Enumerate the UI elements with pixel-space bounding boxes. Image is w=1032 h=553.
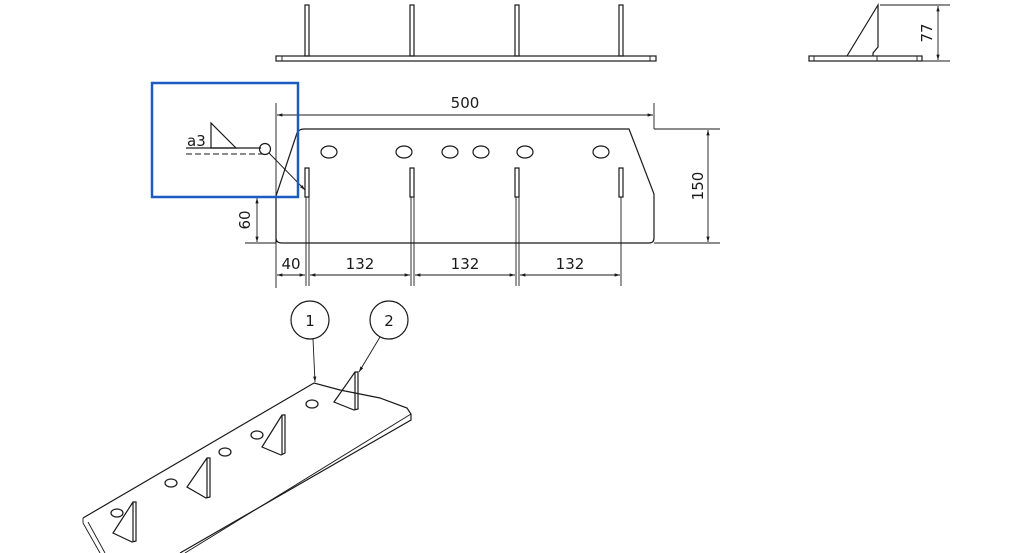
dim-60: 60	[236, 210, 254, 229]
svg-text:2: 2	[384, 312, 394, 330]
svg-text:1: 1	[305, 312, 315, 330]
rib-slot	[618, 167, 624, 198]
balloon-1: 1	[290, 300, 330, 383]
weld-size-label: a3	[187, 132, 206, 150]
side-view: 77	[808, 2, 950, 62]
rib	[618, 4, 624, 57]
dim-132: 132	[451, 255, 480, 273]
hole	[441, 145, 459, 159]
balloon-2: 2	[358, 300, 409, 373]
dim-150: 150	[689, 172, 707, 201]
dim-132: 132	[556, 255, 585, 273]
front-view	[275, 4, 657, 62]
rib-slot	[304, 167, 310, 198]
top-view: 500 150 60 40 132 132 132	[236, 94, 720, 288]
rib-slot	[514, 167, 520, 198]
hole	[472, 145, 490, 159]
dim-500: 500	[451, 94, 480, 112]
highlight-box	[150, 81, 300, 199]
hole	[395, 145, 413, 159]
hole	[320, 145, 338, 159]
dim-77: 77	[918, 23, 936, 42]
hole	[592, 145, 610, 159]
rib-slot	[409, 167, 415, 198]
dim-40: 40	[281, 255, 300, 273]
rib	[409, 4, 415, 57]
weld-symbol: a3	[186, 121, 306, 191]
rib	[304, 4, 310, 57]
rib	[514, 4, 520, 57]
isometric-view	[82, 371, 412, 553]
hole	[516, 145, 534, 159]
dim-132: 132	[346, 255, 375, 273]
